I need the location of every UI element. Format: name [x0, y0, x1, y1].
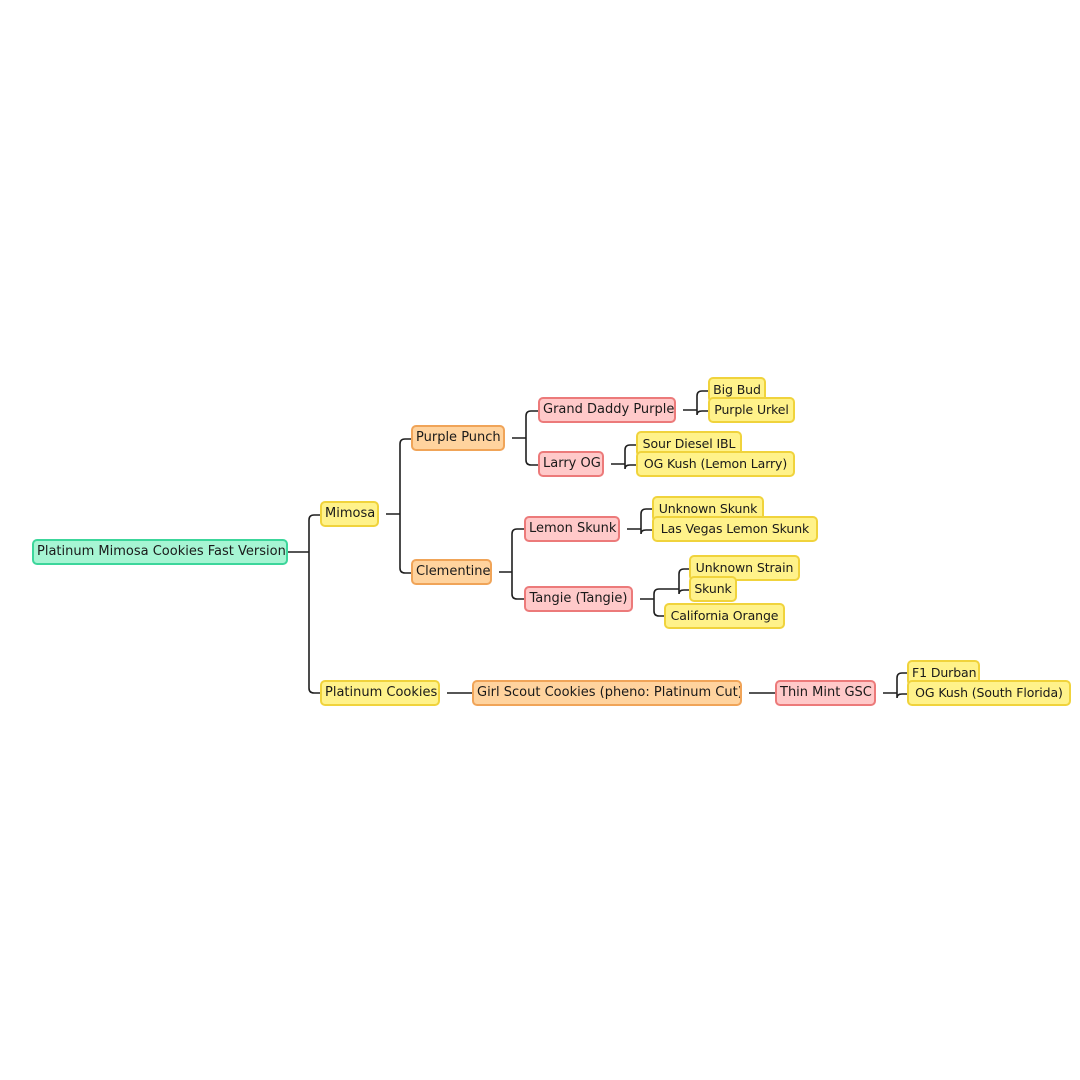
node-og-kush-lemon-larry[interactable]: OG Kush (Lemon Larry) — [636, 451, 795, 477]
node-las-vegas-lemon-skunk[interactable]: Las Vegas Lemon Skunk — [652, 516, 818, 542]
node-skunk[interactable]: Skunk — [689, 576, 737, 602]
node-tangie[interactable]: Tangie (Tangie) — [524, 586, 633, 612]
node-california-orange[interactable]: California Orange — [664, 603, 785, 629]
node-mimosa[interactable]: Mimosa — [320, 501, 379, 527]
node-unknown-strain[interactable]: Unknown Strain — [689, 555, 800, 581]
node-girl-scout-cookies[interactable]: Girl Scout Cookies (pheno: Platinum Cut) — [472, 680, 742, 706]
node-purple-urkel[interactable]: Purple Urkel — [708, 397, 795, 423]
link-tangie-children — [640, 588, 676, 617]
node-lemon-skunk[interactable]: Lemon Skunk — [524, 516, 620, 542]
link-skunk-branch-children — [676, 568, 691, 595]
node-grand-daddy-purple[interactable]: Grand Daddy Purple — [538, 397, 676, 423]
link-mimosa-children — [386, 438, 413, 574]
node-og-kush-south-florida[interactable]: OG Kush (South Florida) — [907, 680, 1071, 706]
link-gdp-children — [683, 390, 710, 416]
node-larry-og[interactable]: Larry OG — [538, 451, 604, 477]
node-clementine[interactable]: Clementine — [411, 559, 492, 585]
root-node[interactable]: Platinum Mimosa Cookies Fast Version — [32, 539, 288, 565]
node-platinum-cookies[interactable]: Platinum Cookies — [320, 680, 440, 706]
link-root-children — [288, 514, 322, 694]
link-thin-mint-children — [883, 672, 909, 699]
link-lemon-skunk-children — [627, 508, 654, 535]
node-thin-mint-gsc[interactable]: Thin Mint GSC — [775, 680, 876, 706]
link-purple-punch-children — [512, 410, 540, 466]
node-purple-punch[interactable]: Purple Punch — [411, 425, 505, 451]
link-larry-og-children — [611, 444, 638, 470]
link-clementine-children — [499, 528, 526, 600]
